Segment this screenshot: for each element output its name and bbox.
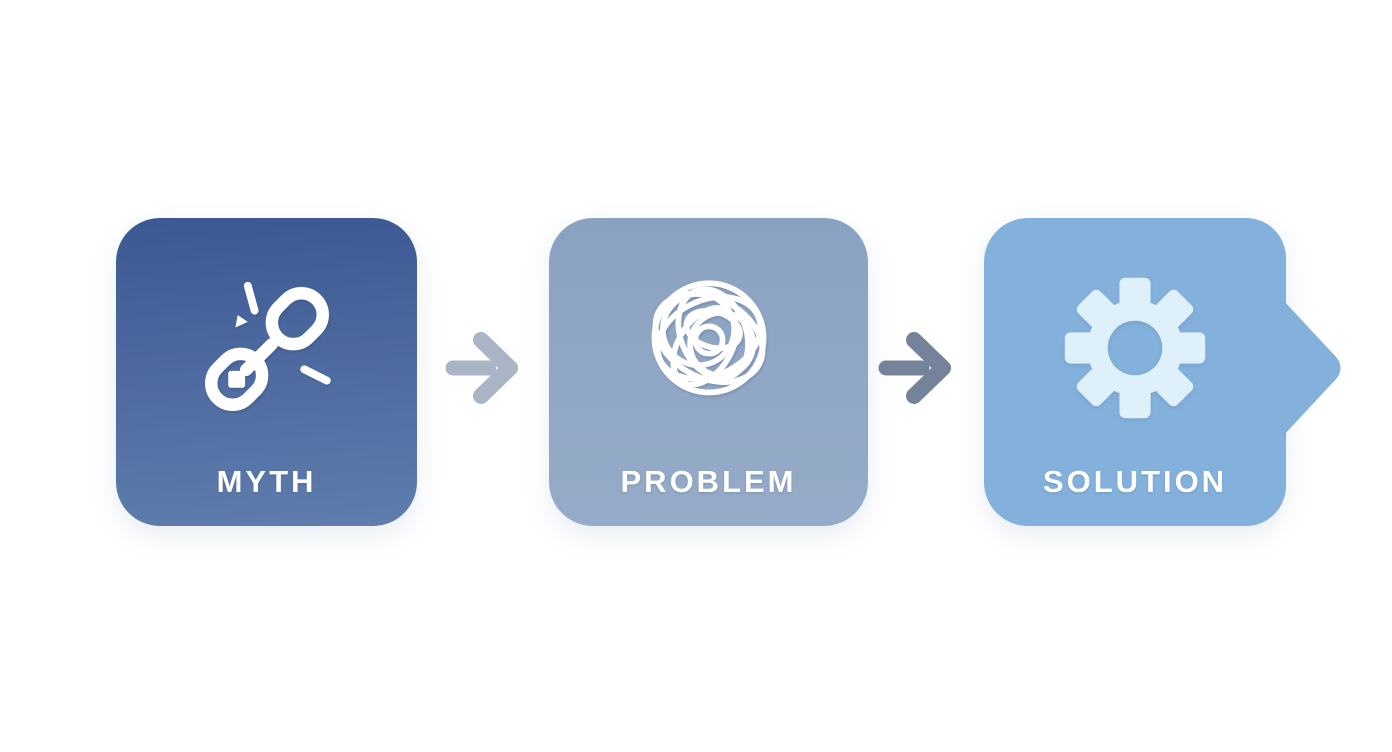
tangled-scribble-icon (651, 280, 766, 396)
step-box-solution: SOLUTION (984, 218, 1286, 526)
arrow-right-icon (878, 332, 951, 404)
arrow-right-icon (445, 332, 518, 404)
gear-icon (1064, 277, 1206, 419)
step-box-myth: MYTH (116, 218, 417, 526)
solution-pointer-shape (1283, 300, 1341, 436)
step-label-problem: PROBLEM (620, 464, 797, 499)
step-label-myth: MYTH (216, 464, 317, 499)
broken-chain-icon (204, 281, 331, 411)
step-box-problem: PROBLEM (549, 218, 868, 526)
step-label-solution: SOLUTION (1042, 464, 1228, 499)
